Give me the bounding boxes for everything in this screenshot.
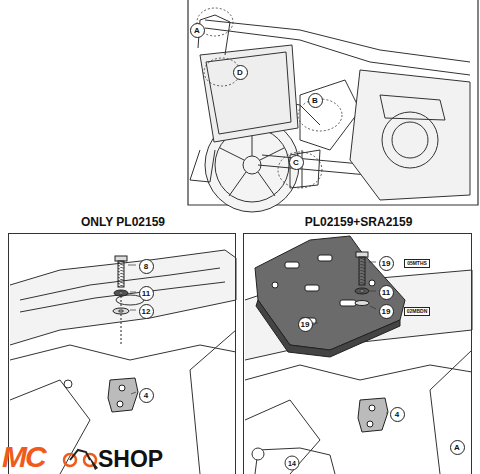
callout-number: B — [308, 93, 323, 108]
rack-plate — [255, 236, 405, 357]
callout-number: 4 — [390, 407, 405, 422]
panel-title: ONLY PL02159 — [81, 215, 165, 229]
view-panel: PL02159+SRA21591905MTHS111902MBDN194A — [243, 233, 472, 474]
part-code-box: 05MTHS — [404, 259, 430, 268]
part-code: 05MTHS — [407, 260, 427, 266]
watermark-icon — [64, 450, 98, 470]
leader-line — [310, 262, 387, 413]
callout-number: 19 — [379, 304, 394, 319]
bolt — [113, 256, 129, 345]
view-panel: ONLY PL02159811124 — [8, 233, 236, 474]
part-code-box: 02MBDN — [404, 307, 431, 316]
detail-view — [252, 448, 335, 474]
callout-text: 8 — [144, 262, 148, 271]
callout-number: 4 — [139, 388, 154, 403]
detail-circle — [197, 8, 342, 188]
callout-number: A — [190, 23, 205, 38]
callout-text: 12 — [142, 307, 151, 316]
callout-number: C — [289, 155, 304, 170]
callout-text: D — [237, 68, 243, 77]
callout-text: 4 — [395, 410, 399, 419]
callout-text: 19 — [301, 320, 310, 329]
callout-text: B — [312, 96, 318, 105]
watermark: SHOP — [98, 446, 163, 473]
bracket — [108, 378, 138, 412]
callout-text: 19 — [382, 259, 391, 268]
panel-title: PL02159+SRA2159 — [305, 215, 413, 229]
callout-text: 4 — [144, 391, 148, 400]
callout-text: 11 — [382, 288, 390, 297]
callout-number: 11 — [139, 286, 154, 301]
callout-number: 14 — [288, 460, 296, 467]
callout-number: D — [233, 65, 248, 80]
leader-line — [128, 265, 136, 394]
callout-number: 19 — [298, 317, 313, 332]
part-code: 02MBDN — [407, 308, 428, 314]
callout-number: 11 — [379, 285, 394, 300]
callout-text: A — [454, 443, 460, 452]
motorcycle — [190, 15, 470, 212]
callout-number: 12 — [139, 304, 154, 319]
callout-number: 8 — [139, 259, 154, 274]
callout-text: 11 — [142, 289, 150, 298]
bolt — [355, 252, 369, 306]
watermark: MC — [2, 440, 45, 474]
bracket — [358, 398, 388, 432]
callout-number: 19 — [379, 256, 394, 271]
callout-text: A — [194, 26, 200, 35]
callout-text: C — [293, 158, 299, 167]
callout-number: A — [450, 440, 465, 455]
callout-text: 19 — [382, 307, 391, 316]
